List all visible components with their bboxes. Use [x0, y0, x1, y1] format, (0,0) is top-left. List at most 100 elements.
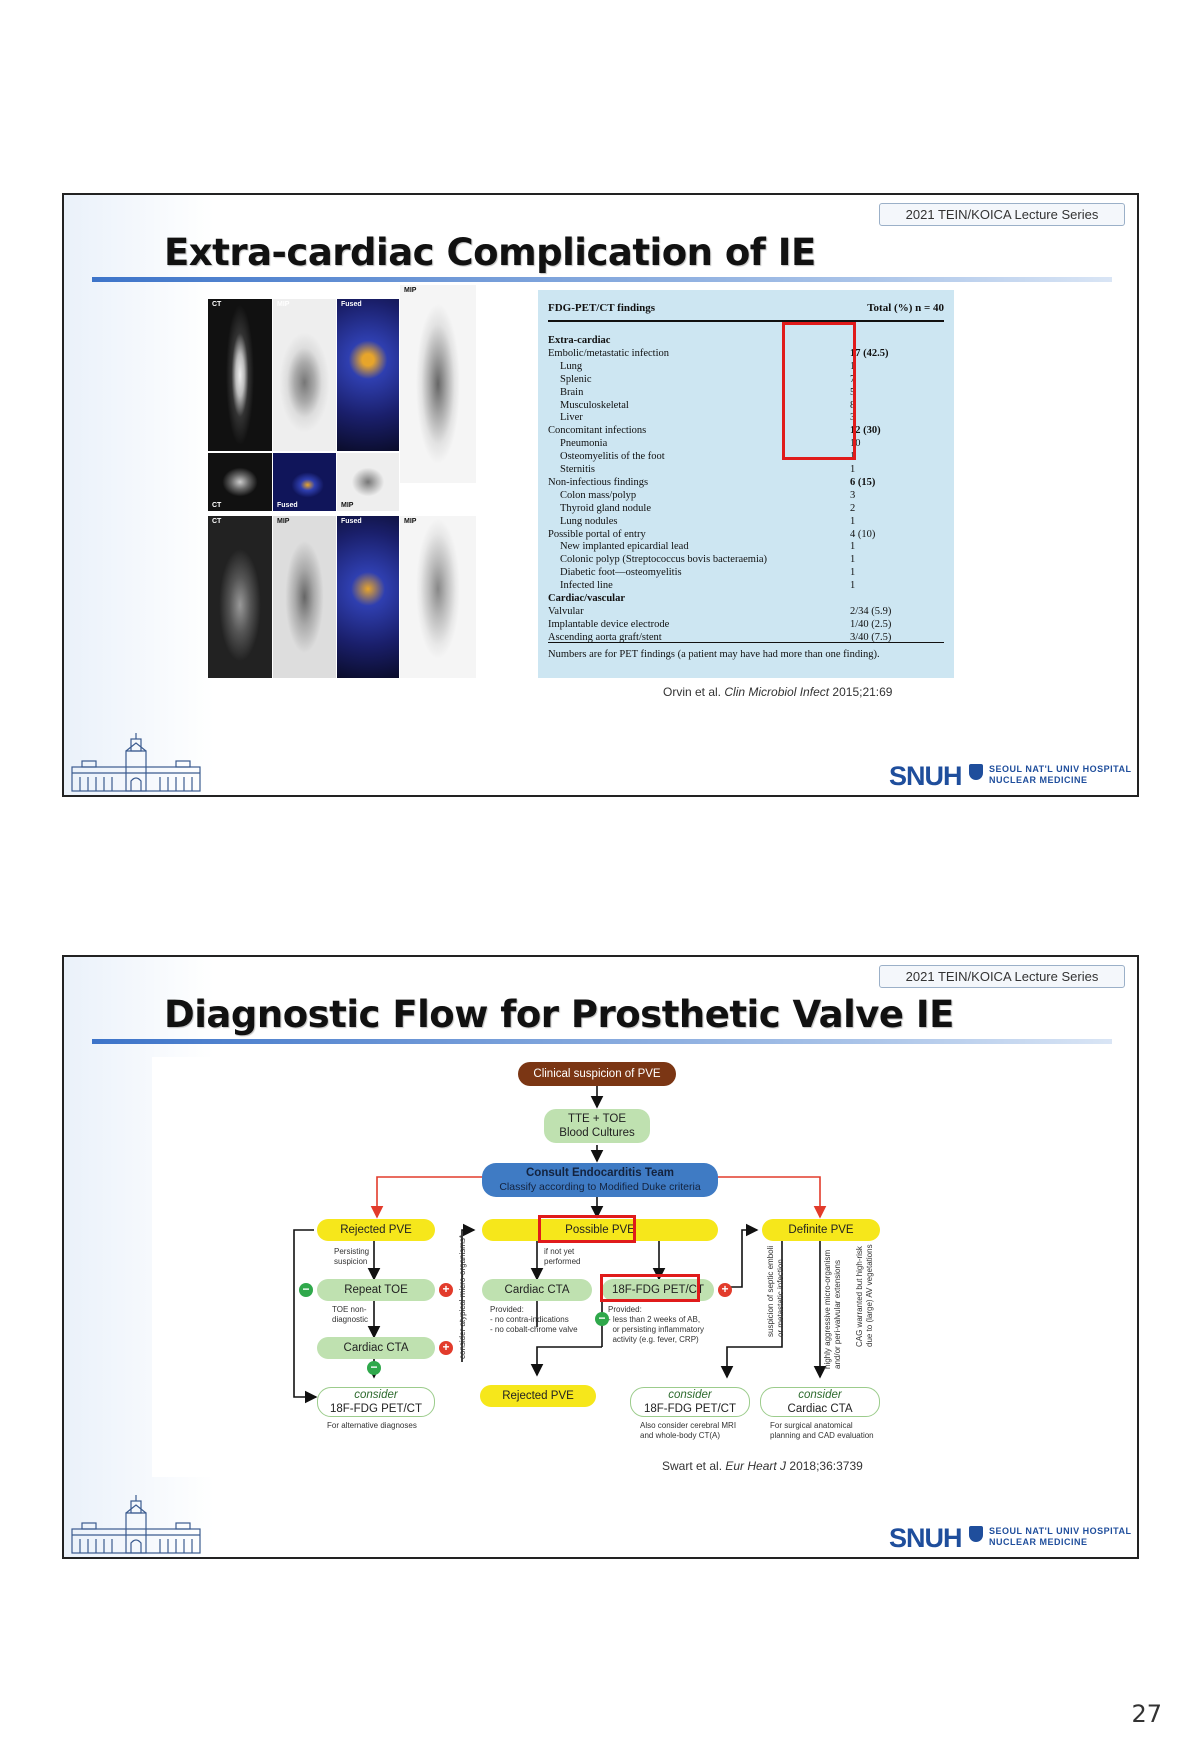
flow-tte-line1: TTE + TOE [567, 1113, 627, 1125]
flow-consider-pet-label: 18F-FDG PET/CT [329, 1403, 422, 1415]
scan-label: CT [212, 518, 222, 525]
flow-vertical-aggressive-1: highly aggressive micro-organism [823, 1249, 832, 1369]
flow-vertical-septic-1: suspicion of septic emboli [766, 1245, 775, 1337]
flow-vertical-septic-2: or metastatic infection [776, 1259, 785, 1337]
logo-subtitle: SEOUL NAT'L UNIV HOSPITAL NUCLEAR MEDICI… [989, 764, 1131, 786]
scan-label: MIP [277, 301, 290, 308]
minus-circle-icon: − [595, 1312, 609, 1326]
scan-label: MIP [341, 502, 354, 509]
scan-label: Fused [277, 502, 298, 509]
highlight-box-possible [538, 1215, 636, 1243]
flow-rejected-box: Rejected PVE [317, 1219, 435, 1241]
table-row-label: Implantable device electrode [548, 618, 670, 630]
scan-ct-coronal: CT [208, 516, 272, 678]
flow-consider-cta-box: consider Cardiac CTA [760, 1387, 880, 1417]
table-row-label: Brain [560, 386, 584, 398]
table-row-value: 1 [850, 554, 856, 566]
flow-if-not-yet-note: if not yet performed [544, 1247, 581, 1266]
flow-start-box: Clinical suspicion of PVE [518, 1062, 676, 1086]
table-row-label: Sternitis [560, 464, 596, 475]
table-row: Colon mass/polyp 3 [548, 489, 944, 502]
table-row-value: 4 (10) [850, 528, 876, 540]
table-row-value: 1 [850, 541, 856, 553]
flow-team-box: Consult Endocarditis Team Classify accor… [482, 1163, 718, 1197]
hospital-emblem-icon [969, 764, 983, 780]
scan-label: MIP [404, 518, 417, 525]
table-row-label: Colon mass/polyp [560, 489, 637, 501]
flow-vertical-aggressive-2: and/or peri-valvular extensions [833, 1260, 842, 1369]
citation-journal: Clin Microbiol Infect [724, 685, 830, 699]
table-row-value: 1 [850, 567, 856, 579]
table-row-label: Ascending aorta graft/stent [548, 631, 662, 643]
logo-name: SNUH [889, 761, 963, 791]
citation-authors: Orvin et al. [663, 685, 722, 699]
series-tag: 2021 TEIN/KOICA Lecture Series [879, 203, 1125, 226]
flow-also-consider-note: Also consider cerebral MRI and whole-bod… [640, 1421, 737, 1440]
table-row: Ascending aorta graft/stent 3/40 (7.5) [548, 631, 944, 644]
logo-line1: SEOUL NAT'L UNIV HOSPITAL [989, 764, 1132, 774]
flow-definite-box: Definite PVE [762, 1219, 880, 1241]
slide-title: Extra-cardiac Complication of IE [164, 231, 816, 274]
table-row-label: Valvular [548, 605, 584, 617]
table-row-label: Colonic polyp (Streptococcus bovis bacte… [560, 554, 768, 566]
table-header: FDG-PET/CT findings Total (%) n = 40 [548, 302, 944, 314]
scan-label: CT [212, 301, 222, 308]
scan-mip-2: MIP [273, 516, 336, 678]
citation-authors: Swart et al. [662, 1459, 723, 1473]
flow-possible-box: Possible PVE [482, 1219, 718, 1241]
table-row-label: Osteomyelitis of the foot [560, 451, 665, 463]
flow-repeat-toe-box: Repeat TOE [317, 1279, 435, 1301]
table-row-value: 1 [850, 580, 856, 592]
scan-fused-axial: Fused [273, 453, 336, 511]
flow-persisting-note: Persisting suspicion [334, 1247, 370, 1266]
flow-consider-cta-label: Cardiac CTA [787, 1403, 853, 1415]
table-row-label: Possible portal of entry [548, 528, 646, 540]
plus-circle-icon: + [439, 1341, 453, 1355]
scan-ct-axial: CT [208, 453, 272, 511]
flow-consider-label: consider [798, 1389, 842, 1401]
hospital-logo: SNUH SEOUL NAT'L UNIV HOSPITAL NUCLEAR M… [889, 761, 1131, 791]
table-row-label: Extra-cardiac [548, 335, 611, 346]
table-row-label: Splenic [560, 373, 592, 385]
flow-team-line2: Classify according to Modified Duke crit… [499, 1181, 701, 1193]
table-row-label: New implanted epicardial lead [560, 541, 689, 553]
table-row-label: Cardiac/vascular [548, 593, 625, 604]
table-row-value: 12 (30) [850, 425, 881, 437]
citation-ref: 2015;21:69 [832, 685, 893, 699]
university-building-logo [71, 1495, 201, 1554]
minus-circle-icon: − [299, 1283, 313, 1297]
logo-line2: NUCLEAR MEDICINE [989, 775, 1088, 785]
flow-consider-label: consider [354, 1389, 398, 1401]
scan-ct-sagittal: CT [208, 299, 272, 451]
table-row-label: Infected line [560, 580, 613, 592]
table-row-value: 1 [850, 451, 856, 463]
flow-vertical-atypical: consider atypical micro-organisms* [458, 1234, 467, 1359]
table-row-value: 3 [850, 489, 856, 501]
table-row: Diabetic foot—osteomyelitis 1 [548, 566, 944, 579]
scan-mip-1: MIP [273, 299, 336, 451]
logo-name: SNUH [889, 1523, 963, 1553]
table-row-value: 1 [850, 360, 856, 372]
flow-tte-line2: Blood Cultures [559, 1127, 635, 1139]
scan-mip-whole-body-2: MIP [400, 516, 476, 678]
table-row-value: 3/40 (7.5) [850, 631, 892, 643]
table-rule-top [548, 320, 944, 322]
scan-fused-2: Fused [337, 516, 399, 678]
scan-label: MIP [404, 287, 417, 294]
highlight-box-pet-ct [600, 1274, 700, 1302]
flow-vertical-cag-2: due to (large) AV vegetations [865, 1244, 874, 1347]
plus-circle-icon: + [439, 1283, 453, 1297]
table-row-value: 2 [850, 502, 856, 514]
table-row-value: 3 [850, 412, 856, 424]
logo-line2: NUCLEAR MEDICINE [989, 1537, 1088, 1547]
table-row-label: Diabetic foot—osteomyelitis [560, 567, 682, 579]
